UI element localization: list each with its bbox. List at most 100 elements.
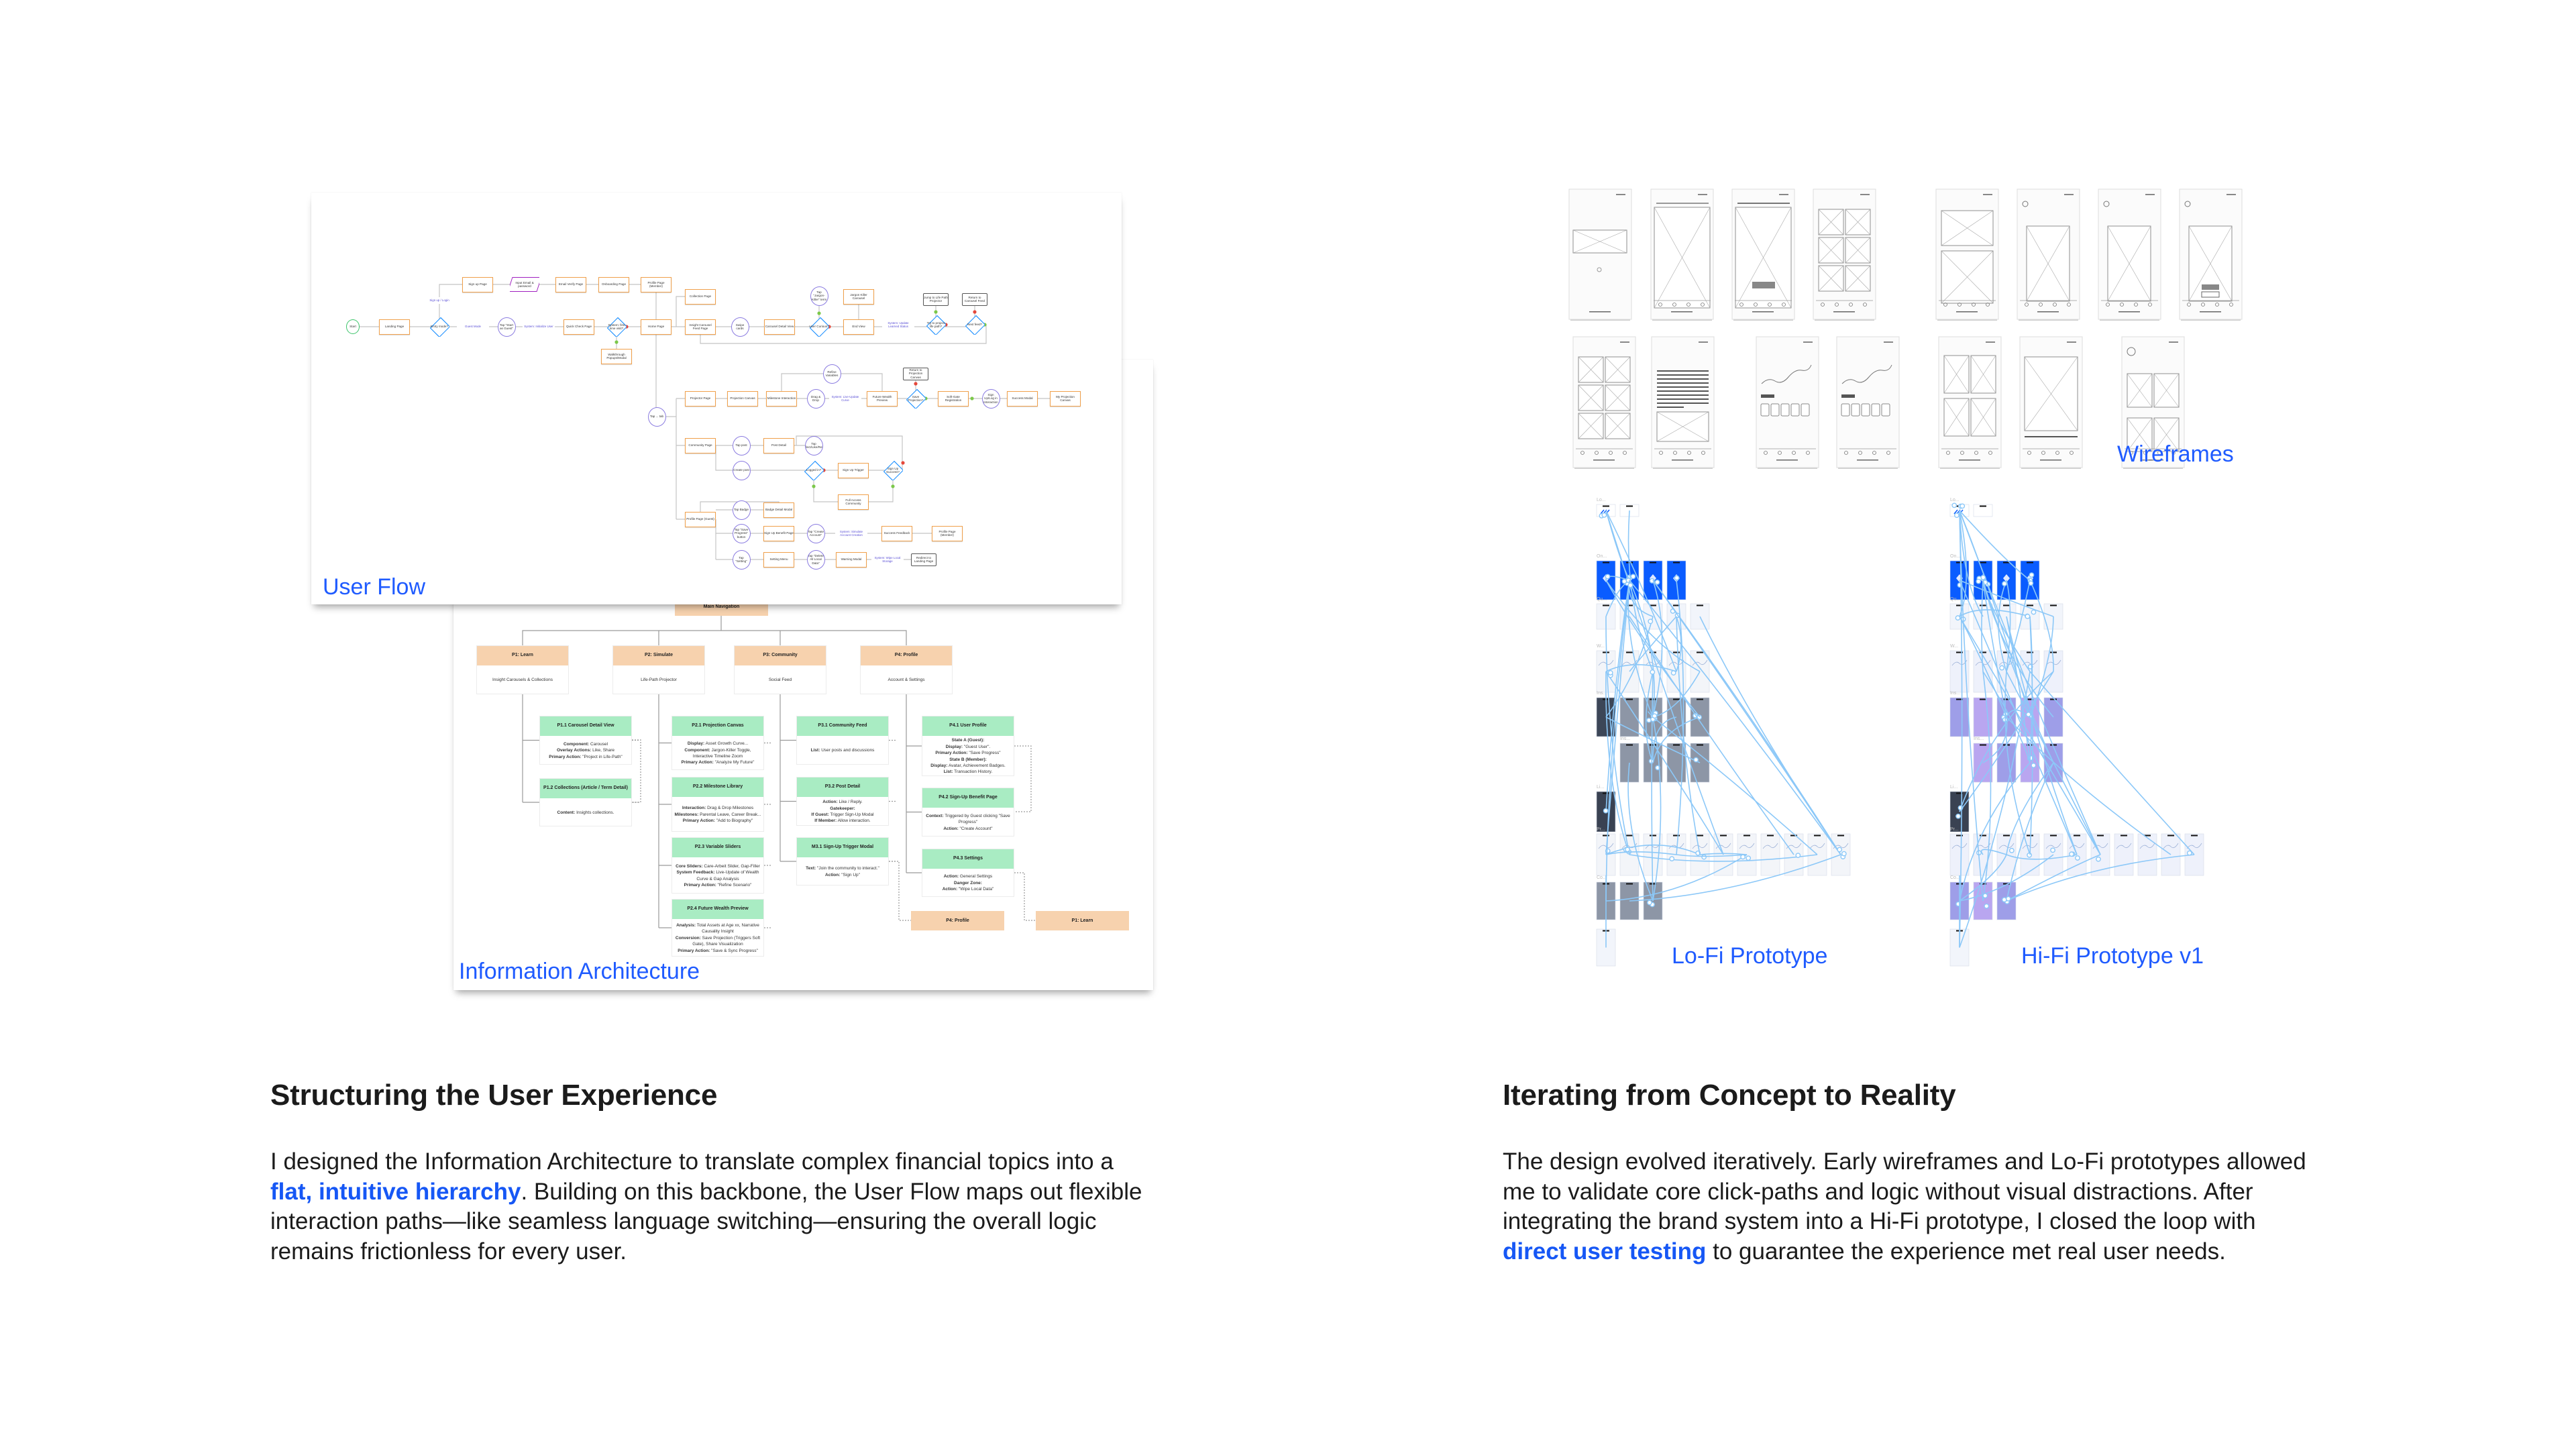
screen-chart [1951,659,1968,666]
screen-notch [1673,835,1680,837]
screen-notch [1673,651,1680,653]
ia-text-line: Core Sliders: Care-Arbeit Slider, Gap-Fi… [674,863,761,869]
flow-page-node: Quick Check Page [564,319,594,335]
ia-text-key: Action: [942,887,958,892]
flow-node-label: Tap Badge [734,508,749,512]
screen-notch [1673,604,1680,606]
prototype-link [1605,671,1724,855]
screen-notch [1980,744,1986,746]
screen-notch [1697,651,1703,653]
cta-button [2202,284,2219,290]
flow-system-annotation: System: Wipe Local Storage [871,556,904,563]
ia-page-title: P3.2 Post Detail [797,777,888,797]
prototype-link [1629,854,1818,862]
wireframes-label: Wireframes [2117,441,2234,467]
hotspot-icon [1652,713,1658,719]
flow-node-label: Projection Canvas [730,396,755,400]
ia-section-subtitle: Social Feed [768,677,792,682]
ia-text-line: System Feedback: Live-Update of Wealth C… [674,869,761,882]
hotspot-icon [2029,572,2035,578]
right-section-heading: Iterating from Concept to Reality [1503,1079,1956,1112]
flow-page-node: Success Modal [1007,390,1038,407]
frame-label: Lo... [1597,498,1606,502]
paragraph-line: integrating the brand system into a Hi-F… [1503,1207,2306,1237]
screen-chart [1645,843,1661,849]
screen-notch [1673,561,1680,564]
prototype-screen [1760,833,1780,876]
tab-bar-icon [1659,451,1663,455]
amount-text [1841,394,1855,398]
placeholder-cross [1818,209,1844,235]
flow-action-node: Drag & Drop [806,388,825,409]
ia-text-key: Primary Action: [682,818,715,824]
prototype-screen [1973,697,1993,737]
ia-section-subtitle: Life-Path Projector [641,677,677,682]
flow-action-node: Tap "Start as Guest" [497,317,516,337]
phone-frame [1836,336,1900,468]
tab-bar-icon [1858,451,1862,455]
ia-page-title: P4.2 Sign-Up Benefit Page [922,788,1014,808]
hotspot-icon [1607,670,1613,676]
secondary-button [2201,291,2220,298]
hifi-prototype [1949,502,2204,967]
ia-text-line: Primary Action: "Save & Sync Progress" [674,948,761,954]
placeholder-cross [1572,229,1627,254]
life-event-card [1790,403,1800,417]
status-bar-icon [1620,341,1629,343]
ia-text-value: "Add to Biography" [714,818,753,824]
wireframe-screen [1938,336,2002,469]
prototype-link [2006,716,2171,855]
flow-node-label: Start [350,325,356,329]
line-chart [1761,364,1812,384]
flow-page-node: Landing Page [379,319,410,335]
tab-bar-icon [2106,303,2110,307]
placeholder-cross [1845,237,1871,264]
ia-text-line: Display: "Guest User". [924,744,1012,750]
ia-text-key: Action: [825,872,841,877]
flow-node-label: Tap "Start as Guest" [499,323,513,331]
ia-text-value: "Project in Life-Path" [581,754,623,759]
screen-notch [1720,835,1727,837]
flow-node-label: Tap "Create Account" [807,529,824,537]
screen-chart [1998,843,2015,849]
hotspot-icon [1795,853,1801,858]
flow-node-label: Landing Page [384,325,405,329]
life-event-card [1851,403,1860,417]
ia-text-line: State B (Member): [924,757,1012,763]
hotspot-icon [1740,854,1746,860]
life-event-card [1861,403,1870,417]
placeholder-cross [1943,398,1970,437]
ia-text-line: If Member: Allow interaction. [799,818,886,824]
flow-page-node: Projector Page [685,390,716,407]
life-event-card [1881,403,1890,417]
prototype-link [2006,854,2195,902]
flow-action-node: Refine Variables [822,364,841,384]
ia-text-key: Primary Action: [684,882,716,888]
loading-icon [1597,267,1602,272]
wireframe-screen [2017,189,2080,321]
tab-bar-icon [2120,303,2124,307]
hotspot-icon [1605,574,1611,580]
tab-bar-icon [2201,303,2205,307]
prototype-link [1959,671,2054,812]
flow-page-node: Setting Menu [763,551,794,568]
tab-bar-icon [2025,303,2029,307]
status-bar-icon [2226,194,2236,195]
flow-page-node: My Projection Canvas [1050,390,1081,407]
flow-node-label: Swipe cards [735,323,745,331]
ia-text-key: Primary Action: [935,751,968,756]
flow-page-node: Profile Page (Guest) [685,511,716,527]
flow-node-label: Walkthrough Popups/Modal [606,352,627,360]
ia-connector [889,861,911,921]
flat-hierarchy-link[interactable]: flat, intuitive hierarchy [270,1178,521,1205]
prototype-screen [2114,833,2134,876]
flow-node-label: Refine Variables [825,370,839,378]
screen-notch [1956,792,1963,794]
direct-user-testing-link[interactable]: direct user testing [1503,1238,1707,1265]
flow-node-label: Save Projection? [908,394,924,402]
hotspot-icon [1841,851,1847,857]
